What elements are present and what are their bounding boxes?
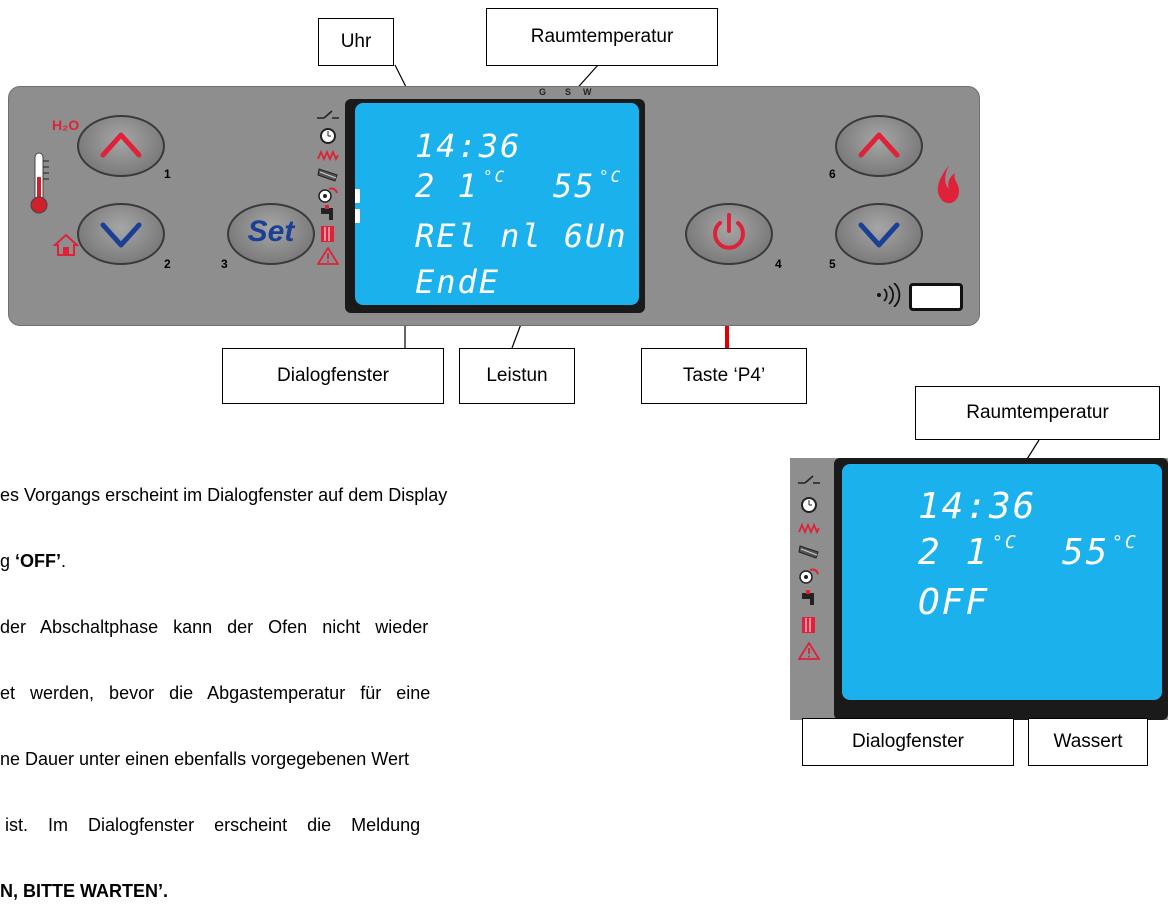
callout-wassert: Wassert bbox=[1028, 718, 1148, 766]
pellet-feeder-icon bbox=[317, 165, 339, 183]
thermometer-icon bbox=[27, 151, 51, 217]
power-icon bbox=[687, 205, 771, 263]
side-display-status-line: OFF bbox=[918, 582, 989, 623]
side-display-water-temp: 55 bbox=[1062, 532, 1109, 573]
text-line-5: ne Dauer unter einen ebenfalls vorgegebe… bbox=[0, 748, 700, 770]
callout-taste-p4: Taste ‘P4’ bbox=[641, 348, 807, 404]
button-number-2: 2 bbox=[164, 257, 171, 271]
text-line-6: ist. Im Dialogfenster erscheint die Meld… bbox=[0, 814, 700, 836]
remote-signal-icon bbox=[875, 283, 905, 307]
heater-icon bbox=[317, 147, 339, 165]
callout-dialogfenster: Dialogfenster bbox=[222, 348, 444, 404]
side-display-room-unit: °C bbox=[992, 532, 1018, 553]
text-line-1: es Vorgangs erscheint im Dialogfenster a… bbox=[0, 484, 700, 506]
button-number-6: 6 bbox=[829, 167, 836, 181]
display-screen: 14:36 2 1 °C 55 °C REl nl 6Un EndE bbox=[355, 103, 639, 305]
tap-icon bbox=[317, 205, 339, 223]
pellet-feeder-icon bbox=[798, 542, 820, 560]
callout-raumtemperatur: Raumtemperatur bbox=[486, 8, 718, 66]
side-display-screen: 14:36 2 1 °C 55 °C OFF bbox=[842, 464, 1162, 700]
display-room-temp: 2 1 bbox=[415, 167, 479, 205]
warning-icon bbox=[317, 247, 339, 265]
text-line-7: N, BITTE WARTEN’. bbox=[0, 880, 700, 902]
ir-receiver-window bbox=[909, 283, 963, 311]
display-water-unit: °C bbox=[599, 167, 622, 186]
side-display-frame: 14:36 2 1 °C 55 °C OFF bbox=[834, 458, 1168, 720]
display-status-line-2: EndE bbox=[415, 263, 500, 301]
mode-letter-g: G bbox=[539, 87, 546, 97]
button-number-1: 1 bbox=[164, 167, 171, 181]
power-button-4[interactable] bbox=[685, 203, 773, 265]
display-room-unit: °C bbox=[483, 167, 506, 186]
callout-leistun: Leistun bbox=[459, 348, 575, 404]
heater-icon bbox=[798, 520, 820, 538]
text-line-3: der Abschaltphase kann der Ofen nicht wi… bbox=[0, 616, 700, 638]
callout-dialogfenster-side: Dialogfenster bbox=[802, 718, 1014, 766]
control-panel: H₂O 1 2 Set 3 G S W 14:36 2 1 °C bbox=[8, 86, 980, 326]
side-display-water-unit: °C bbox=[1112, 532, 1138, 553]
side-display-panel: 14:36 2 1 °C 55 °C OFF bbox=[790, 458, 1168, 720]
tap-icon bbox=[798, 590, 820, 608]
fan-icon bbox=[798, 566, 820, 584]
switch-icon bbox=[798, 472, 820, 490]
boiler-icon bbox=[798, 616, 820, 634]
instruction-text: es Vorgangs erscheint im Dialogfenster a… bbox=[0, 440, 700, 924]
display-frame: 14:36 2 1 °C 55 °C REl nl 6Un EndE bbox=[345, 99, 645, 313]
fan-icon bbox=[317, 185, 339, 203]
callout-uhr: Uhr bbox=[318, 18, 394, 66]
set-button[interactable]: Set bbox=[227, 203, 315, 265]
house-icon bbox=[53, 233, 79, 257]
down-button-5[interactable] bbox=[835, 203, 923, 265]
text-line-2: g ‘OFF’. bbox=[0, 550, 700, 572]
side-display-room-temp: 2 1 bbox=[918, 532, 989, 573]
display-time: 14:36 bbox=[415, 127, 521, 165]
display-water-temp: 55 bbox=[553, 167, 596, 205]
warning-icon bbox=[798, 642, 820, 660]
h2o-label: H₂O bbox=[52, 117, 79, 133]
button-number-3: 3 bbox=[221, 257, 228, 271]
switch-icon bbox=[317, 107, 339, 125]
button-number-4: 4 bbox=[775, 257, 782, 271]
display-status-line: REl nl 6Un bbox=[415, 217, 628, 255]
mode-letter-w: W bbox=[583, 87, 592, 97]
set-label: Set bbox=[229, 215, 313, 249]
clock-icon bbox=[317, 127, 339, 145]
callout-raumtemperatur-side: Raumtemperatur bbox=[915, 386, 1160, 440]
mode-letter-s: S bbox=[565, 87, 571, 97]
button-number-5: 5 bbox=[829, 257, 836, 271]
side-display-time: 14:36 bbox=[918, 486, 1036, 527]
text-line-4: et werden, bevor die Abgastemperatur für… bbox=[0, 682, 700, 704]
up-button-6[interactable] bbox=[835, 115, 923, 177]
down-button-2[interactable] bbox=[77, 203, 165, 265]
flame-icon bbox=[933, 163, 963, 207]
up-button-1[interactable] bbox=[77, 115, 165, 177]
boiler-icon bbox=[317, 225, 339, 243]
clock-icon bbox=[798, 496, 820, 514]
